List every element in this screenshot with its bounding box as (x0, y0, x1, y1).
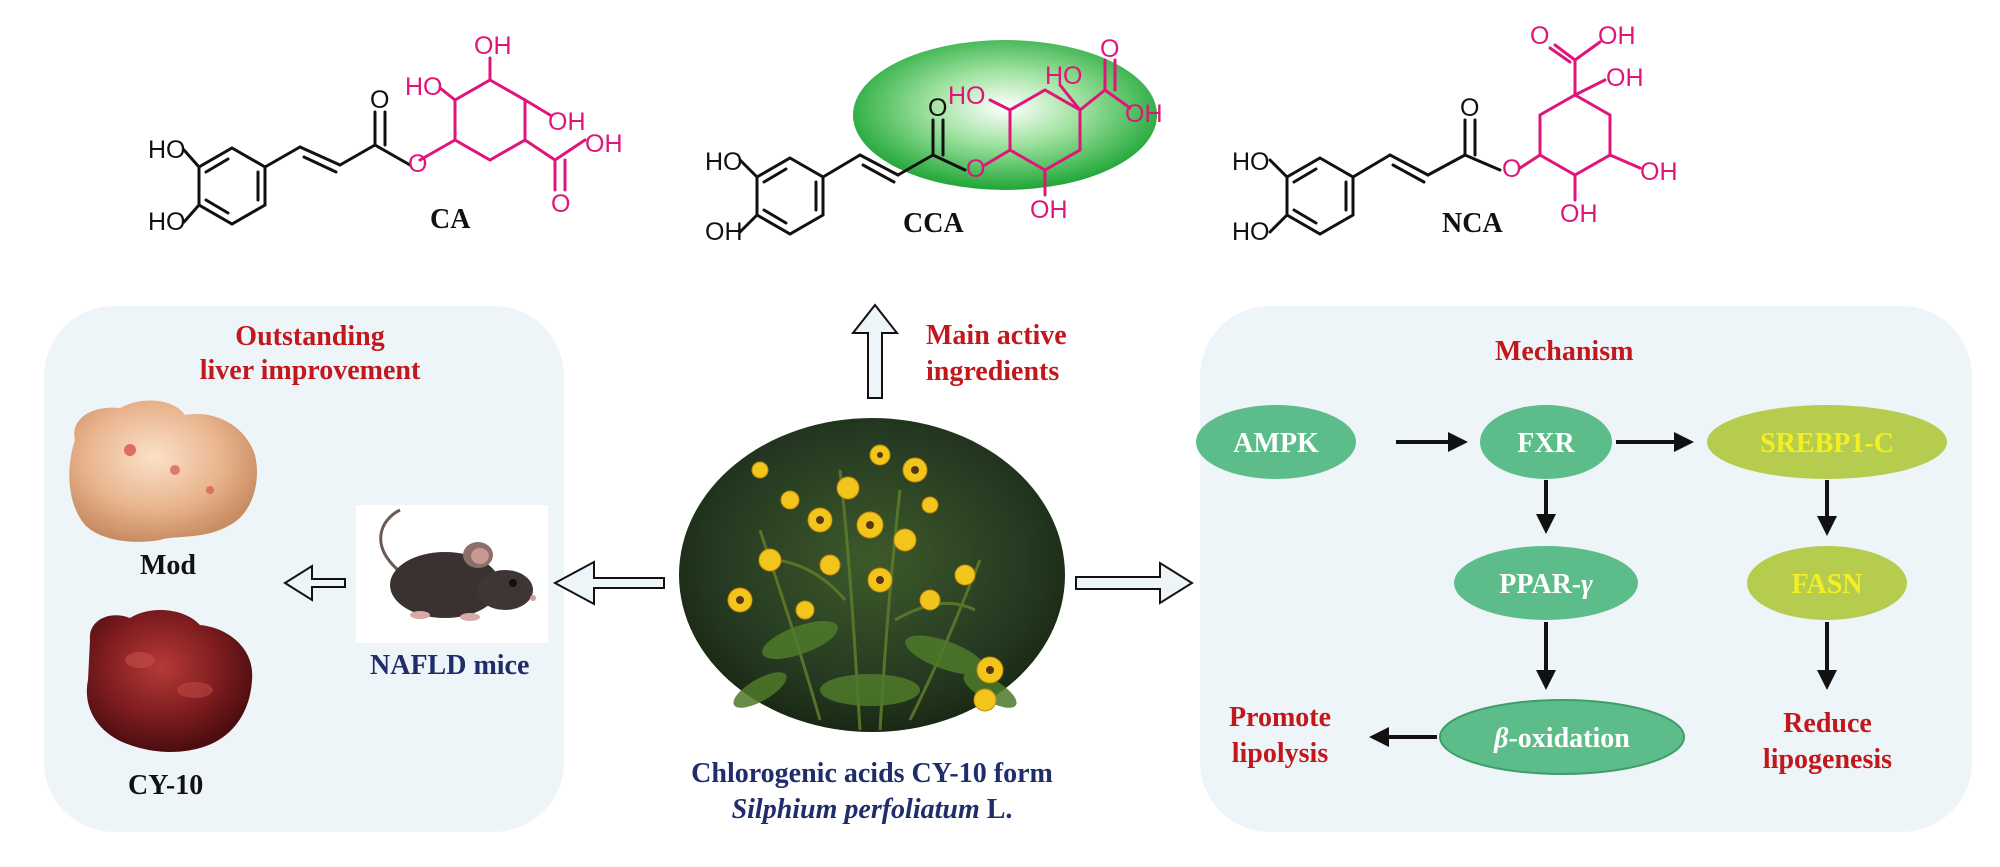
reduce-line2: lipogenesis (1762, 744, 1893, 775)
reduce-line1: Reduce (1783, 708, 1872, 739)
arrow-left-liver-icon (283, 564, 346, 602)
mechanism-title: Mechanism (1495, 336, 1634, 367)
mod-label: Mod (140, 550, 196, 581)
nafld-mice-label: NAFLD mice (370, 650, 530, 681)
nca-ester-o: O (1502, 155, 1521, 183)
cca-oh-bottom: OH (705, 218, 743, 246)
arrow-right-mechanism-icon (1075, 561, 1194, 605)
nca-quinic-ring (1518, 40, 1642, 202)
nca-carbonyl-o: O (1460, 94, 1479, 122)
node-srebp1c (1707, 405, 1947, 479)
nca-label: NCA (1442, 208, 1503, 239)
promote-lipolysis-label: Promote lipolysis (1210, 700, 1350, 772)
main-label-line2: ingredients (926, 356, 1060, 387)
node-fasn (1747, 546, 1907, 620)
caption-line2: Silphium perfoliatum L. (672, 792, 1072, 828)
ca-carbonyl-o: O (370, 86, 389, 114)
cca-highlight-ellipse (853, 40, 1157, 190)
node-ampk-label: AMPK (1233, 428, 1319, 459)
cca-label: CCA (903, 208, 964, 239)
node-beta-label: β-oxidation (1493, 723, 1630, 754)
node-ampk (1196, 405, 1356, 479)
cca-ho-left: HO (948, 82, 986, 110)
cca-carbonyl-o: O (928, 94, 947, 122)
ca-ho-top: HO (148, 136, 186, 164)
liver-title-line2: liver improvement (199, 355, 421, 386)
arrow-up-icon (850, 303, 900, 399)
molecule-cca: HO OH O O HO OH HO O OH CCA (705, 35, 1163, 246)
ca-ho-left: HO (405, 73, 443, 101)
liver-mod-image (69, 400, 258, 542)
liver-improvement-title: Outstanding liver improvement (160, 320, 460, 388)
ca-oh-right: OH (548, 108, 586, 136)
node-beta-oxidation (1439, 699, 1685, 775)
molecule-nca: HO HO O O O OH OH OH OH NCA (1232, 22, 1678, 246)
reduce-lipogenesis-label: Reduce lipogenesis (1740, 706, 1915, 778)
nca-oh-bottom: OH (1560, 200, 1598, 228)
molecule-ca: HO HO O O OH HO OH OH O CA (148, 32, 623, 236)
main-label-line1: Main active (926, 320, 1067, 351)
cca-quinic-ring (983, 58, 1132, 197)
ca-oh-top: OH (474, 32, 512, 60)
nca-ho-top: HO (1232, 148, 1270, 176)
caption-author: L. (979, 794, 1013, 825)
nca-cooh-oh: OH (1598, 22, 1636, 50)
mechanism-network: AMPK FXR SREBP1-C PPAR-γ FASN β-oxidatio… (1196, 405, 1947, 775)
node-ppar (1454, 546, 1638, 620)
caption-species: Silphium perfoliatum (731, 794, 980, 825)
nca-aromatic-ring (1268, 118, 1502, 236)
nca-cooh-o: O (1530, 22, 1549, 50)
ca-quinic-ring (418, 56, 587, 192)
ca-cooh-o: O (551, 190, 570, 218)
mouse-image (356, 505, 548, 643)
node-fxr (1480, 405, 1612, 479)
node-fasn-label: FASN (1791, 569, 1862, 600)
ca-ho-bottom: HO (148, 208, 186, 236)
plant-caption: Chlorogenic acids CY-10 form Silphium pe… (672, 756, 1072, 828)
node-srebp-label: SREBP1-C (1760, 428, 1894, 459)
ca-label: CA (430, 204, 471, 235)
cca-cooh-oh: OH (1125, 100, 1163, 128)
plant-image (679, 418, 1065, 732)
cy10-label: CY-10 (128, 770, 204, 801)
liver-title-line1: Outstanding (235, 321, 385, 352)
ca-cooh-oh: OH (585, 130, 623, 158)
promote-line1: Promote (1228, 702, 1332, 733)
promote-line2: lipolysis (1231, 738, 1329, 769)
nca-oh-right-bottom: OH (1640, 158, 1678, 186)
ca-ester-o: O (408, 150, 427, 178)
cca-cooh-o: O (1100, 35, 1119, 63)
cca-ho-top-ring: HO (1045, 62, 1083, 90)
cca-ho-top: HO (705, 148, 743, 176)
node-fxr-label: FXR (1517, 428, 1575, 459)
ca-aromatic-ring (182, 110, 412, 226)
cca-oh-bottom-ring: OH (1030, 196, 1068, 224)
node-ppar-label: PPAR-γ (1499, 569, 1593, 600)
cca-aromatic-ring (738, 118, 967, 236)
main-ingredients-label: Main active ingredients (926, 318, 1067, 390)
cca-ester-o: O (966, 155, 985, 183)
nca-ho-bottom: HO (1232, 218, 1270, 246)
arrow-left-mice-icon (552, 560, 665, 606)
liver-cy10-image (86, 609, 253, 752)
caption-line1: Chlorogenic acids CY-10 form (691, 758, 1053, 789)
hollow-arrows (283, 303, 1194, 606)
nca-oh-right-top: OH (1606, 64, 1644, 92)
